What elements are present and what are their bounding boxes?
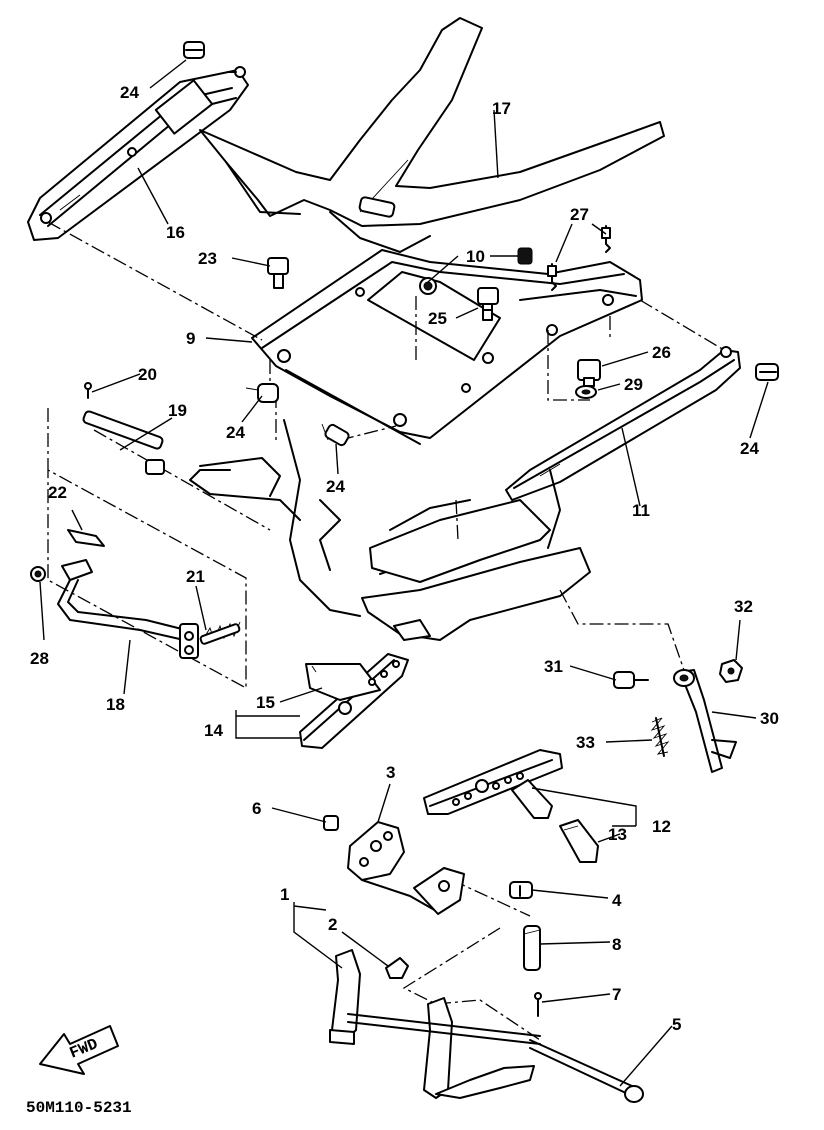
part-label-18: 18 (106, 695, 125, 714)
nut-10 (419, 247, 533, 295)
part-number-labels: 24 17 16 23 10 27 9 25 26 29 20 19 24 24… (30, 83, 779, 1034)
part-label-3: 3 (386, 763, 395, 782)
part-label-21: 21 (186, 567, 205, 586)
shaft-19 (82, 410, 165, 475)
rubber-24-mid-left (245, 383, 279, 403)
part-label-22: 22 (48, 483, 67, 502)
small-bolt-top-left (227, 66, 246, 78)
part-label-26: 26 (652, 343, 671, 362)
bolt-31 (613, 671, 649, 689)
step-bracket-14 (299, 653, 409, 749)
part-label-9: 9 (186, 329, 195, 348)
rubber-grip-13 (559, 819, 599, 863)
drawing-code: 50M110-5231 (26, 1099, 132, 1117)
part-label-23: 23 (198, 249, 217, 268)
forward-arrow-icon: FWD (39, 1025, 119, 1075)
side-stand-30 (673, 669, 737, 773)
part-label-14: 14 (204, 721, 223, 740)
nut-32 (719, 659, 743, 683)
nut-28 (30, 566, 46, 582)
part-label-10: 10 (466, 247, 485, 266)
cap-nut-24-top-left (183, 41, 205, 59)
part-label-29: 29 (624, 375, 643, 394)
part-label-25: 25 (428, 309, 447, 328)
part-label-30: 30 (760, 709, 779, 728)
part-label-6: 6 (252, 799, 261, 818)
part-label-11: 11 (632, 501, 650, 520)
leader-lines (39, 59, 769, 1087)
part-label-28: 28 (30, 649, 49, 668)
part-label-32: 32 (734, 597, 753, 616)
part-label-5: 5 (672, 1015, 681, 1034)
part-label-24: 24 (226, 423, 245, 442)
cotter-pin-7 (534, 992, 542, 1017)
shaft-5 (529, 1039, 644, 1103)
cap-24-right (755, 363, 779, 381)
part-label-2: 2 (328, 915, 337, 934)
part-label-7: 7 (612, 985, 621, 1004)
part-label-4: 4 (612, 891, 622, 910)
spring-21 (199, 621, 241, 645)
bolt-25 (477, 287, 499, 321)
part-label-31: 31 (544, 657, 563, 676)
part-label-33: 33 (576, 733, 595, 752)
part-label-19: 19 (168, 401, 187, 420)
part-label-17: 17 (492, 99, 511, 118)
floor-plate (251, 249, 643, 445)
bolt-26 (577, 359, 601, 387)
bolt-4 (509, 881, 533, 899)
washer-29 (575, 385, 597, 399)
pin-20 (84, 382, 92, 399)
step-plate-12 (423, 749, 563, 819)
part-label-1: 1 (280, 885, 289, 904)
part-label-16: 16 (166, 223, 185, 242)
part-label-8: 8 (612, 935, 621, 954)
clips-27 (547, 225, 611, 291)
part-label-24: 24 (326, 477, 345, 496)
part-label-20: 20 (138, 365, 157, 384)
assembly-lines (47, 221, 725, 1041)
left-bracket-rail (27, 69, 249, 241)
right-bracket-rail (505, 346, 741, 501)
part-label-13: 13 (608, 825, 627, 844)
rubber-stopper-2 (385, 957, 409, 979)
mount-bracket-3 (347, 821, 465, 915)
frame-underbody (189, 419, 591, 641)
nut-6 (323, 815, 339, 831)
pad-22 (67, 529, 105, 547)
part-label-27: 27 (570, 205, 589, 224)
pedal-arm (57, 559, 199, 659)
part-label-15: 15 (256, 693, 275, 712)
spring-33 (650, 717, 670, 757)
rubber-24-mid (321, 423, 350, 447)
bolt-23 (267, 257, 289, 289)
main-stand-1 (329, 949, 541, 1099)
footboard-panel (199, 17, 665, 253)
part-label-12: 12 (652, 817, 671, 836)
part-label-24: 24 (740, 439, 759, 458)
part-label-24: 24 (120, 83, 139, 102)
spring-8 (523, 925, 541, 971)
